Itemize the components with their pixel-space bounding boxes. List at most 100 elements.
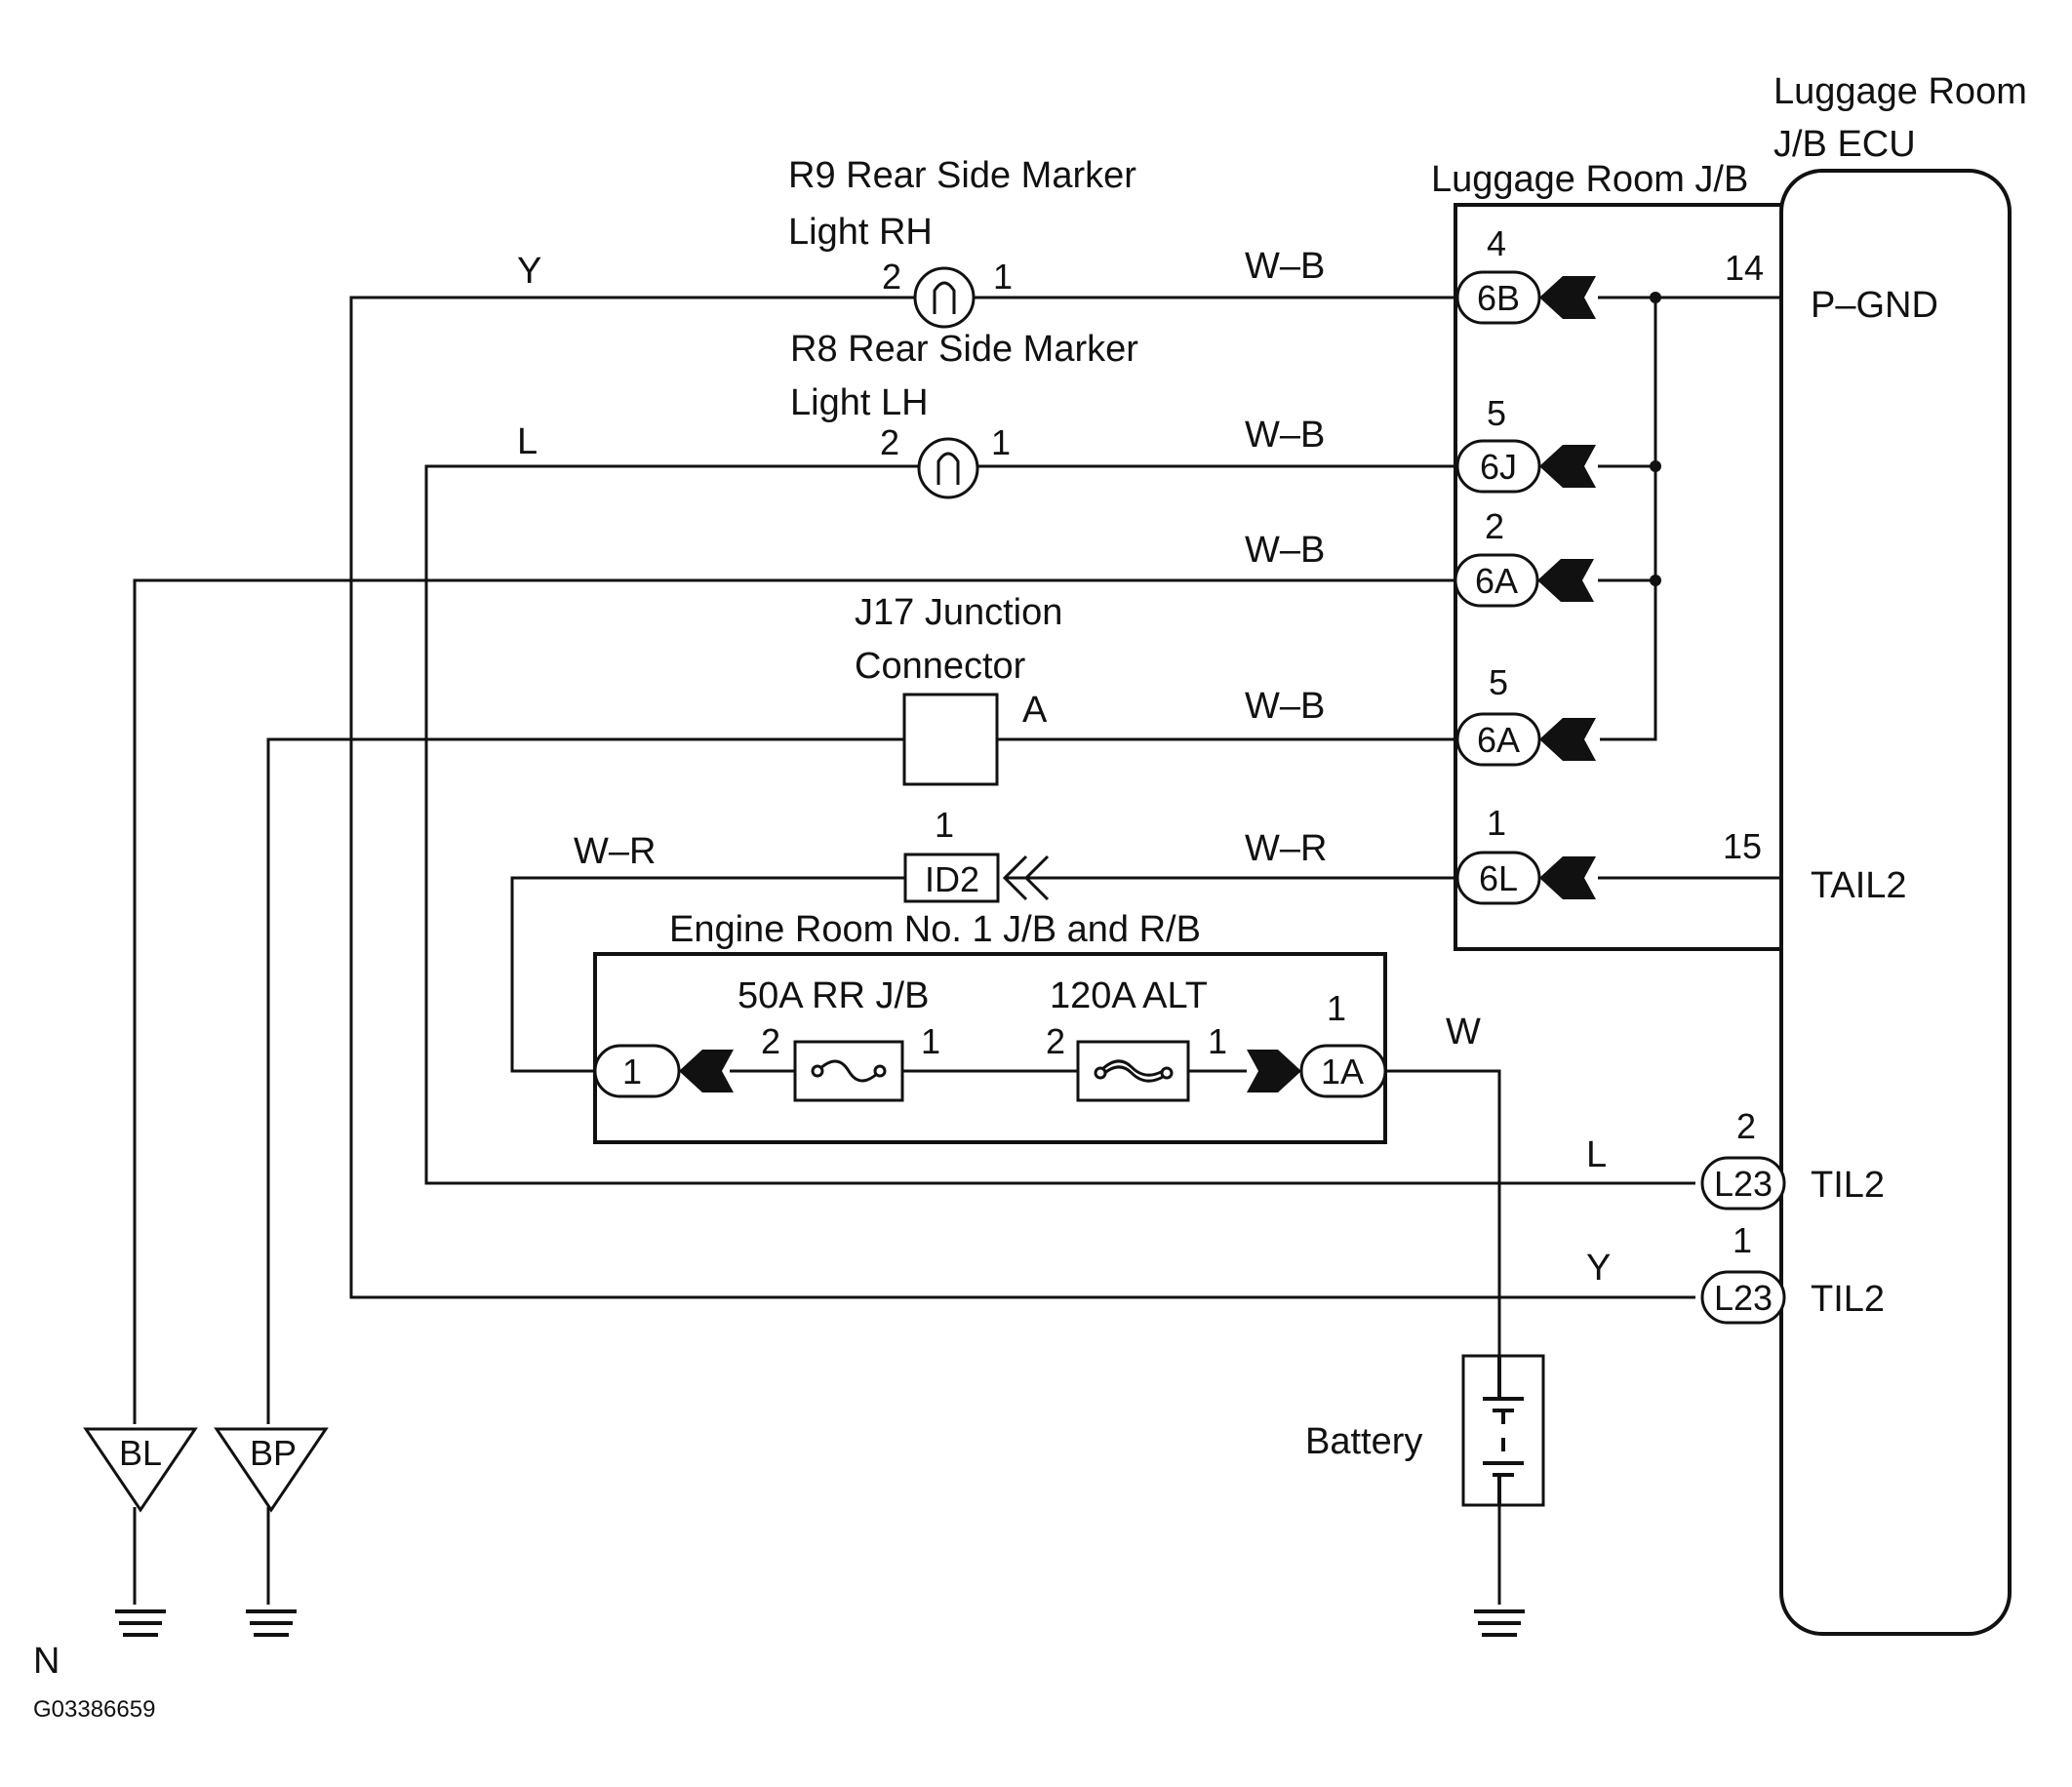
wire-label-wb-3: W–B — [1245, 530, 1325, 571]
connector-l23-upper-label: L23 — [1714, 1164, 1773, 1204]
j17-junction-connector: J17 Junction Connector A — [855, 592, 1062, 786]
fuse-terminal — [1094, 1066, 1107, 1080]
fuse-terminal — [811, 1064, 824, 1078]
j17-label-line1: J17 Junction — [855, 592, 1062, 633]
fuse-120a-pin-left: 2 — [1046, 1021, 1065, 1061]
connector-l23-upper: L23 2 — [1700, 1106, 1786, 1211]
wire-label-wb-4: W–B — [1245, 686, 1325, 727]
fuse-50a-pin-left: 2 — [761, 1021, 780, 1061]
connector-6l-pin: 1 — [1487, 803, 1506, 843]
wire-l-outer — [424, 464, 1695, 1185]
junction-dots — [1650, 292, 1661, 586]
ecu-pin-til2-upper: TIL2 — [1811, 1165, 1885, 1206]
junction-dot — [1650, 292, 1661, 303]
bulb-filament-icon — [936, 452, 960, 485]
battery-label: Battery — [1305, 1421, 1422, 1462]
wire-bp — [266, 737, 904, 1424]
connector-6a-upper-label: 6A — [1475, 561, 1518, 601]
connector-6j-pin: 5 — [1487, 393, 1506, 433]
ecu-pin-number-tail2: 15 — [1723, 826, 1762, 866]
connector-6a-upper: 6A 2 — [1454, 506, 1594, 608]
connector-6b-pin: 4 — [1487, 223, 1506, 263]
r9-pin-left: 2 — [882, 257, 901, 297]
connector-6l-terminal — [1539, 856, 1596, 899]
wire-w-battery — [1383, 1069, 1501, 1356]
wire-label-y-low: Y — [1586, 1248, 1611, 1289]
r8-rear-side-marker-light-lh: R8 Rear Side Marker Light LH 2 1 — [790, 329, 1138, 499]
fuse-120a-label: 120A ALT — [1050, 975, 1208, 1016]
ecu-pin-number-pgnd: 14 — [1725, 248, 1764, 288]
r9-rear-side-marker-light-rh: R9 Rear Side Marker Light RH 2 1 — [788, 155, 1136, 329]
ground-bl-label: BL — [119, 1433, 162, 1473]
connector-6a-lower-label: 6A — [1477, 720, 1520, 760]
r9-bulb — [913, 266, 976, 329]
wire-labels: Y L W–B W–B W–B W–B W–R W–R W L Y — [517, 246, 1611, 1289]
fuse-50a-pin-right: 1 — [921, 1021, 940, 1061]
connector-6b-terminal — [1539, 276, 1596, 319]
connector-6a-upper-terminal — [1537, 559, 1594, 602]
wire-label-wb-2: W–B — [1245, 415, 1325, 456]
wire-label-l-low: L — [1586, 1134, 1607, 1175]
ecu-pin-til2-lower: TIL2 — [1811, 1279, 1885, 1320]
fuse-terminal — [873, 1064, 887, 1078]
battery-box — [1461, 1354, 1545, 1507]
connector-1a-pin: 1 — [1327, 988, 1346, 1028]
r8-label-line2: Light LH — [790, 382, 929, 423]
connector-1a-body — [1299, 1044, 1387, 1098]
ground-bp-label: BP — [250, 1433, 297, 1473]
r8-bulb — [917, 437, 979, 499]
wire-label-wb-1: W–B — [1245, 246, 1325, 287]
footer-letter: N — [33, 1641, 60, 1682]
connector-id2-body — [903, 853, 1000, 903]
connector-id2-label: ID2 — [925, 859, 979, 899]
ecu-pin-pgnd: P–GND — [1811, 285, 1938, 326]
wire-label-l-top: L — [517, 421, 538, 462]
connector-er1-label: 1 — [622, 1052, 642, 1092]
junction-dot — [1650, 460, 1661, 472]
connector-id2-pin: 1 — [935, 805, 954, 845]
wire-label-w-battery: W — [1446, 1012, 1481, 1052]
ecu-title-line2: J/B ECU — [1773, 124, 1916, 165]
fuse-link-icon — [816, 1059, 882, 1083]
fuse-link-icon — [1098, 1059, 1164, 1083]
ground-bp: BP — [214, 1427, 329, 1637]
ground-bl: BL — [83, 1427, 198, 1637]
r8-pin-left: 2 — [880, 422, 899, 462]
r9-label-line2: Light RH — [788, 212, 933, 253]
engine-room-title: Engine Room No. 1 J/B and R/B — [669, 909, 1201, 950]
connector-6b-label: 6B — [1477, 278, 1520, 318]
connector-6a-upper-pin: 2 — [1485, 506, 1504, 546]
fuse-50a-label: 50A RR J/B — [737, 975, 929, 1016]
connector-l23-lower-body — [1700, 1270, 1786, 1325]
connector-6j-terminal — [1539, 445, 1596, 488]
connector-6l: 6L 1 — [1455, 803, 1596, 905]
r9-pin-right: 1 — [993, 257, 1013, 297]
connector-l23-lower-label: L23 — [1714, 1278, 1773, 1318]
ground-icon — [115, 1609, 166, 1637]
connector-l23-lower-pin: 1 — [1733, 1220, 1752, 1260]
r8-pin-right: 1 — [991, 422, 1011, 462]
engine-room-jb-box — [593, 952, 1387, 1144]
fuse-terminal — [1160, 1066, 1174, 1080]
r9-label-line1: R9 Rear Side Marker — [788, 155, 1136, 196]
connector-er1-terminal — [679, 1050, 734, 1092]
jb-title: Luggage Room J/B — [1431, 159, 1748, 200]
connector-6j-label: 6J — [1480, 447, 1517, 487]
connector-1a-label: 1A — [1321, 1052, 1364, 1092]
connector-6a-lower-pin: 5 — [1489, 662, 1508, 702]
battery: Battery — [1305, 1354, 1545, 1507]
ground-battery — [1474, 1609, 1525, 1637]
j17-label-line2: Connector — [855, 646, 1026, 687]
connector-6a-lower-terminal — [1539, 718, 1596, 761]
ground-icon — [1474, 1609, 1525, 1637]
fuse-120a-pin-right: 1 — [1208, 1021, 1227, 1061]
battery-cell-icon — [1483, 1356, 1524, 1505]
ecu-pin-tail2: TAIL2 — [1811, 865, 1907, 906]
connector-1a-terminal — [1247, 1050, 1301, 1092]
bulb-filament-icon — [933, 281, 956, 314]
r8-label-line1: R8 Rear Side Marker — [790, 329, 1138, 370]
connector-6b: 6B 4 — [1455, 223, 1596, 325]
connector-l23-upper-pin: 2 — [1736, 1106, 1756, 1146]
connector-l23-lower: L23 1 — [1700, 1220, 1786, 1325]
